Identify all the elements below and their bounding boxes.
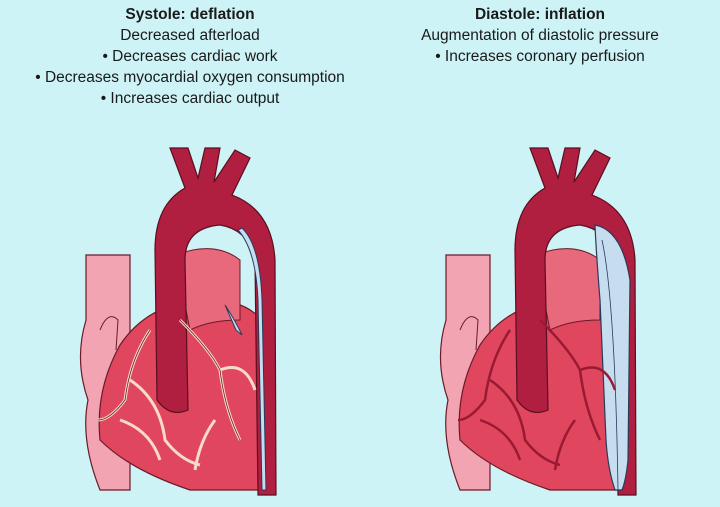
diastole-heart [439, 147, 637, 496]
systole-title: Systole: deflation [125, 6, 255, 23]
systole-subtitle: Decreased afterload [120, 27, 260, 44]
systole-bullet: • Decreases cardiac work [102, 48, 278, 65]
systole-bullet: • Decreases myocardial oxygen consumptio… [35, 69, 345, 86]
coronary-arteries [457, 319, 617, 471]
systole-caption: Systole: deflation Decreased afterload •… [0, 4, 380, 109]
diastole-bullet: • Increases coronary perfusion [435, 48, 645, 65]
diastole-caption: Diastole: inflation Augmentation of dias… [360, 4, 720, 67]
deflated-balloon-catheter [237, 227, 267, 491]
systole-heart [79, 147, 277, 496]
diastole-subtitle: Augmentation of diastolic pressure [421, 27, 659, 44]
inflated-balloon [594, 224, 631, 491]
systole-bullet: • Increases cardiac output [100, 90, 280, 107]
diastole-title: Diastole: inflation [474, 6, 606, 23]
